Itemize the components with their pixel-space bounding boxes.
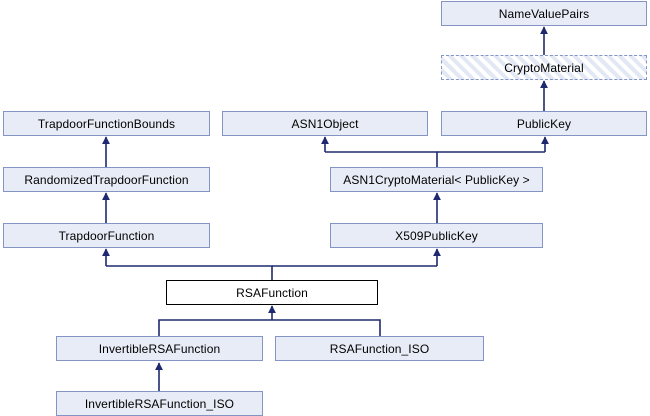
class-node-label: TrapdoorFunction <box>58 228 155 243</box>
class-node-trapdoorfunctionbounds[interactable]: TrapdoorFunctionBounds <box>3 111 210 136</box>
class-node-trapdoorfunction[interactable]: TrapdoorFunction <box>3 223 210 248</box>
class-node-label: InvertibleRSAFunction_ISO <box>84 396 235 411</box>
edge-subclasses-bus-right <box>272 319 381 336</box>
class-node-label: TrapdoorFunctionBounds <box>37 116 176 131</box>
class-node-randomizedtrapdoorfunction[interactable]: RandomizedTrapdoorFunction <box>3 167 210 192</box>
class-node-publickey[interactable]: PublicKey <box>441 111 647 136</box>
class-node-label: PublicKey <box>516 116 572 131</box>
class-node-invertiblersafunction[interactable]: InvertibleRSAFunction <box>56 336 263 361</box>
class-node-label: NameValuePairs <box>498 6 590 21</box>
class-node-namevaluepairs[interactable]: NameValuePairs <box>441 1 647 26</box>
class-node-label: X509PublicKey <box>395 228 478 243</box>
class-node-cryptomaterial[interactable]: CryptoMaterial <box>441 55 647 80</box>
class-node-label: ASN1CryptoMaterial< PublicKey > <box>343 172 530 187</box>
edge-subclasses-bus <box>158 319 272 336</box>
class-node-label: RandomizedTrapdoorFunction <box>24 172 189 187</box>
class-node-x509publickey[interactable]: X509PublicKey <box>330 223 543 248</box>
class-node-label: RSAFunction_ISO <box>329 341 430 356</box>
class-node-rsafunction-iso[interactable]: RSAFunction_ISO <box>275 336 484 361</box>
edge-rsafunction-bus <box>106 265 273 280</box>
class-node-label: CryptoMaterial <box>504 60 584 75</box>
class-node-label: ASN1Object <box>291 116 359 131</box>
class-node-rsafunction[interactable]: RSAFunction <box>166 280 378 305</box>
class-node-label: RSAFunction <box>236 285 308 300</box>
class-node-asn1object[interactable]: ASN1Object <box>222 111 428 136</box>
class-node-label: InvertibleRSAFunction <box>98 341 221 356</box>
edge-asn1cryptomaterial-bus <box>325 151 438 167</box>
class-node-invertiblersafunction-iso[interactable]: InvertibleRSAFunction_ISO <box>56 391 263 416</box>
class-node-asn1cryptomaterial[interactable]: ASN1CryptoMaterial< PublicKey > <box>330 167 543 192</box>
